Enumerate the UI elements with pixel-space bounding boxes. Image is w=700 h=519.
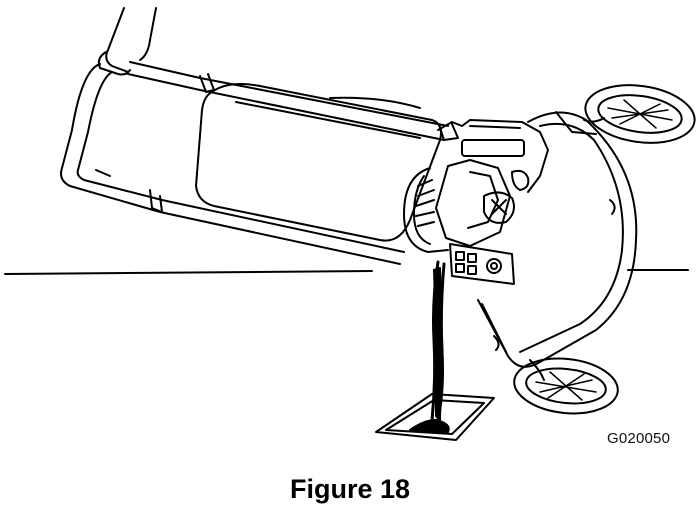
operator-hand: [97, 7, 157, 76]
mower-handle: [60, 61, 449, 265]
mower-deck: [477, 111, 638, 368]
rear-wheel: [583, 84, 696, 144]
figure-caption: Figure 18: [289, 474, 411, 504]
engine: [403, 119, 549, 253]
grass-bag: [195, 83, 442, 242]
drain-pan: [375, 393, 495, 441]
ground-line: [4, 269, 689, 275]
image-code-label: G020050: [607, 430, 671, 447]
control-panel: [449, 243, 515, 285]
front-wheel: [513, 357, 619, 415]
oil-stream: [430, 260, 446, 422]
